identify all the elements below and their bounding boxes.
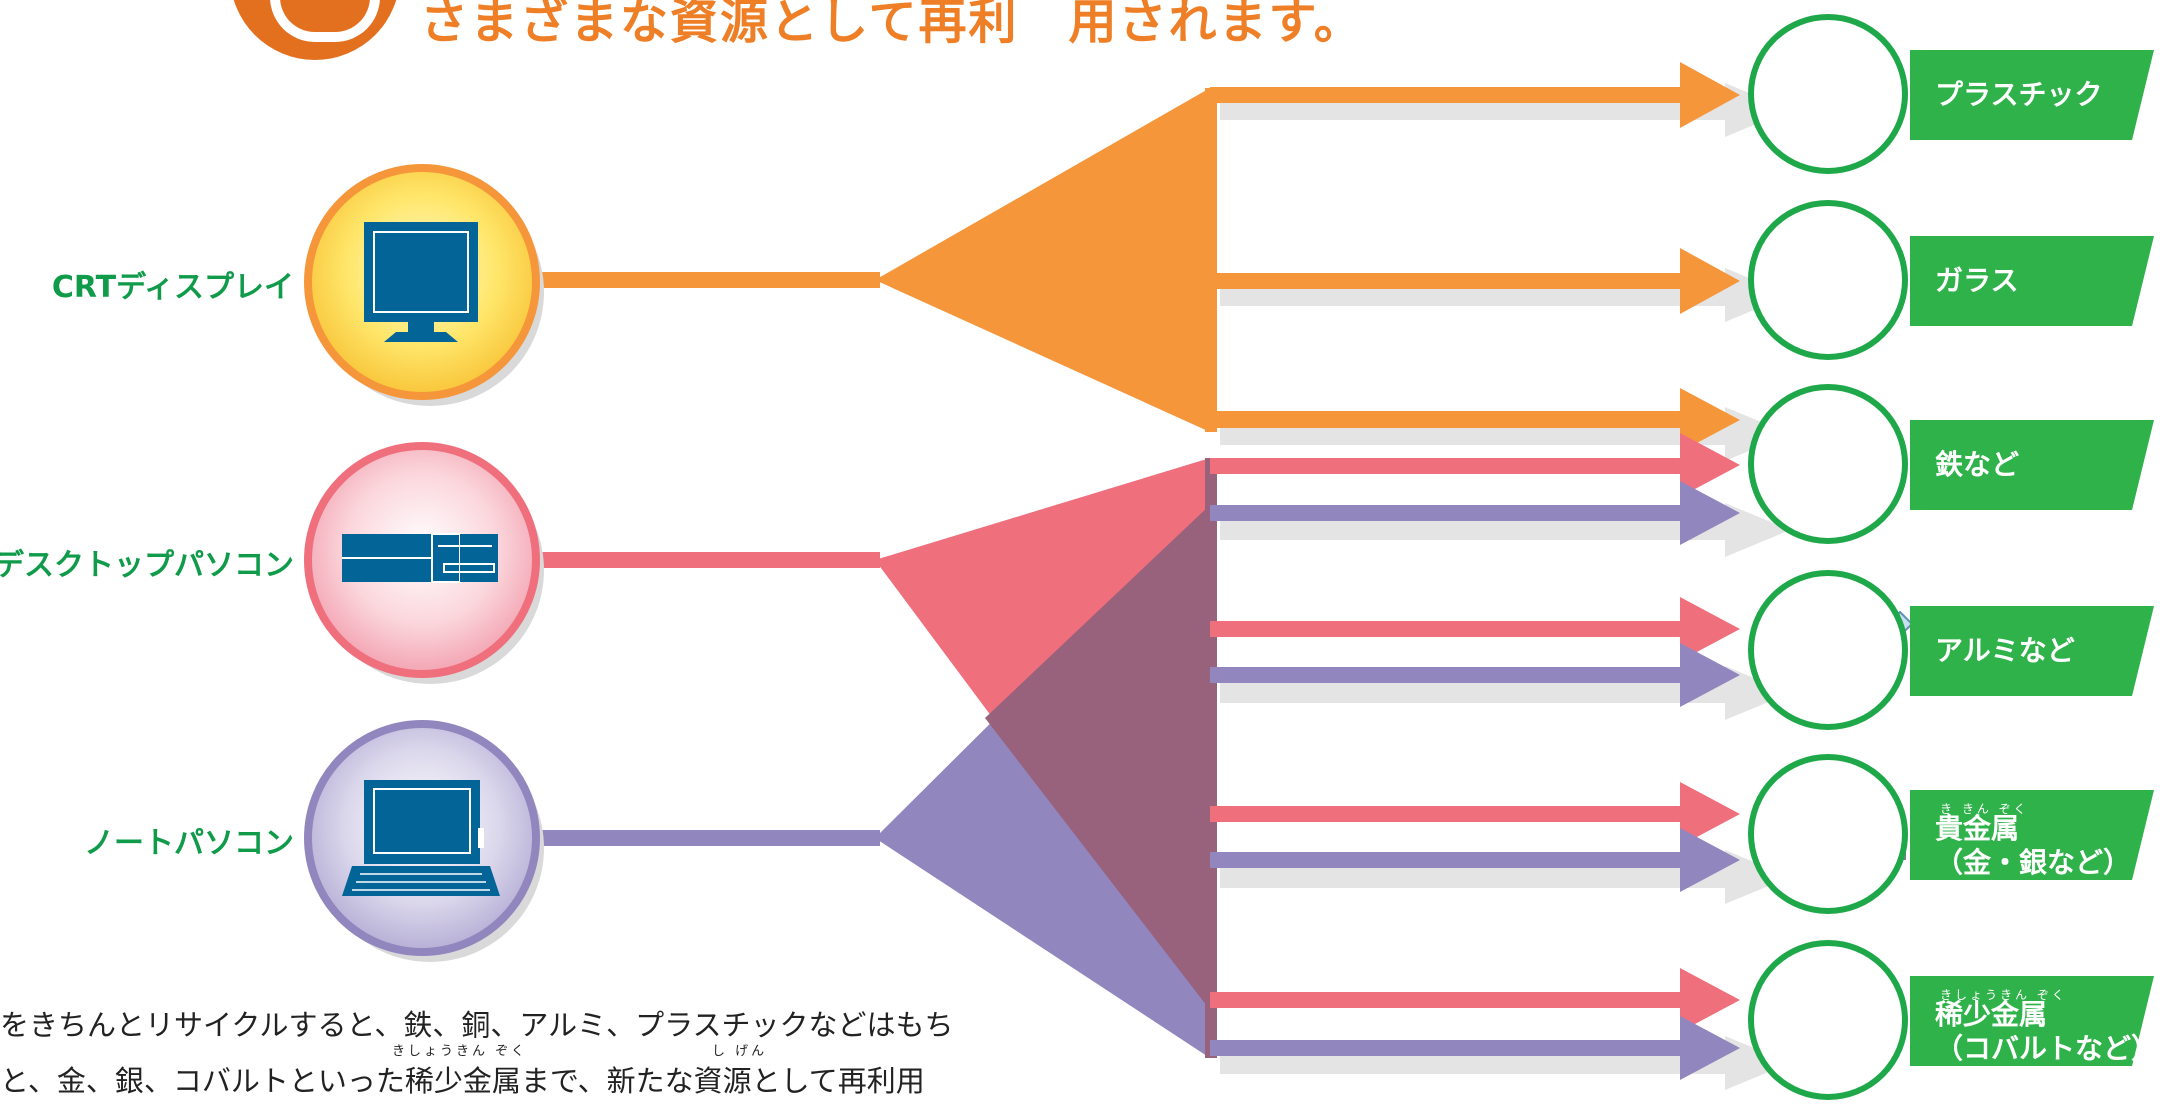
- dest-circle-aluminum: [1748, 570, 1908, 730]
- purple-arrows: [1210, 481, 1740, 1080]
- dest-ruby-rare-metal: きしょうきん ぞく: [1940, 988, 2067, 1002]
- dest-circle-rare-metal: [1748, 940, 1908, 1100]
- body-ruby-rare-metal: きしょうきん ぞく: [392, 1044, 528, 1059]
- dest-label-rare-metal: 稀少金属: [1935, 998, 2048, 1031]
- body-ruby-resource: し げん: [712, 1044, 768, 1059]
- crt-monitor-icon: [364, 222, 478, 342]
- dest-label-iron: 鉄など: [1935, 448, 2020, 481]
- dest-label-precious-metal: 貴金属: [1935, 812, 2020, 845]
- arrow-laptop-precious: [1210, 828, 1740, 892]
- arrow-laptop-rare: [1210, 1016, 1740, 1080]
- arrow-crt-iron: [1210, 388, 1740, 452]
- arrow-laptop-iron: [1210, 481, 1740, 545]
- dest-tag-precious-metal: [1910, 790, 2154, 880]
- source-label-desktop: デスクトップパソコン: [0, 548, 294, 583]
- dest-label-glass: ガラス: [1935, 264, 2019, 297]
- dest-circle-plastic: [1748, 14, 1908, 174]
- page-heading: さまざまな資源として再利 用されます。: [420, 0, 1364, 50]
- dest-ruby-precious-metal: き きん ぞく: [1940, 802, 2029, 816]
- arrow-laptop-aluminum: [1210, 643, 1740, 707]
- dest-circle-glass: [1748, 200, 1908, 360]
- dest-tag-glass: [1910, 236, 2154, 326]
- dest-sublabel-rare-metal: （コバルトなど）: [1935, 1032, 2160, 1065]
- crt-stem: [530, 272, 880, 288]
- laptop-icon: [342, 780, 500, 896]
- body-text-line-1: をきちんとリサイクルすると、鉄、銅、アルミ、プラスチックなどはもち: [0, 1008, 954, 1042]
- arrow-desktop-rare: [1210, 968, 1740, 1032]
- dest-circle-precious-metal: [1748, 754, 1908, 914]
- crt-fan: [875, 88, 1210, 432]
- body-text-line-2: と、金、銀、コバルトといった稀少金属まで、新たな資源として再利用: [0, 1064, 925, 1098]
- arrow-desktop-precious: [1210, 782, 1740, 846]
- desktop-stem: [530, 552, 880, 568]
- fan-overlap: [985, 505, 1210, 1010]
- arrow-crt-glass: [1210, 248, 1740, 314]
- dest-circle-iron: [1748, 384, 1908, 544]
- pink-arrows: [1210, 433, 1740, 1032]
- dest-sublabel-precious-metal: （金・銀など）: [1935, 846, 2132, 879]
- dest-tag-aluminum: [1910, 606, 2154, 696]
- dest-label-plastic: プラスチック: [1935, 78, 2103, 111]
- dest-label-aluminum: アルミなど: [1935, 634, 2075, 667]
- laptop-stem: [530, 830, 880, 846]
- dest-tag-rare-metal: [1910, 976, 2154, 1066]
- orange-arrows: [1210, 62, 1740, 452]
- arrow-crt-plastic: [1210, 62, 1740, 128]
- desktop-pc-icon: [342, 533, 498, 583]
- arrow-desktop-aluminum: [1210, 597, 1740, 661]
- dest-tag-iron: [1910, 420, 2154, 510]
- source-label-crt: CRTディスプレイ: [51, 270, 294, 305]
- dest-tag-plastic: [1910, 50, 2154, 140]
- arrow-desktop-iron: [1210, 433, 1740, 497]
- flow-shadows: [1220, 83, 1790, 1090]
- source-label-laptop: ノートパソコン: [84, 826, 294, 861]
